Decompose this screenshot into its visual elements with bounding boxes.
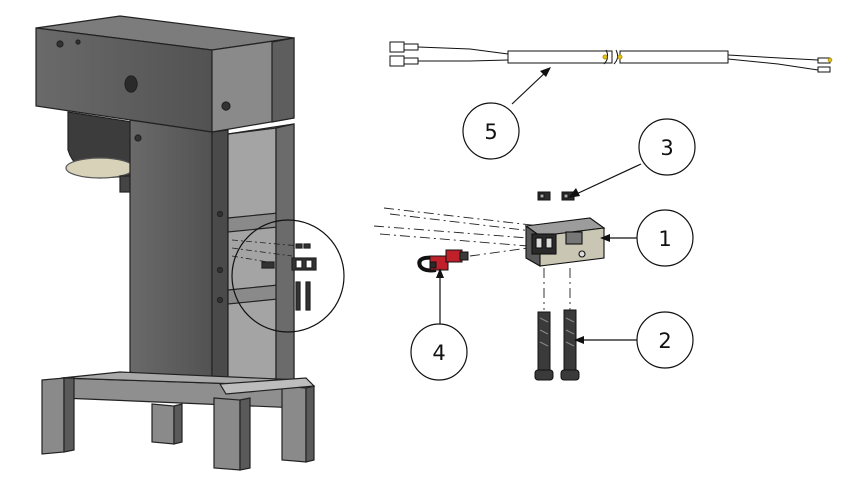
switch-housing [524,217,606,267]
motor-bowl [65,111,135,193]
wire-yellow-mark-icon [602,54,608,60]
assembly-lines [373,207,571,310]
callout-5-label: 5 [484,120,497,144]
top-housing [35,15,295,133]
mounting-screws [534,309,580,381]
callout-4-label: 4 [432,341,445,365]
callout-3-label: 3 [660,136,673,160]
callout-2-label: 2 [658,329,671,353]
side-bay [227,123,295,393]
wire-yellow-mark-icon [617,54,623,60]
switch-caps [537,191,575,201]
red-connector [417,249,469,273]
callout-1-label: 1 [658,227,671,251]
detail-circle [231,219,345,333]
callout-2: 2 [636,311,694,369]
wire-harness [389,41,833,73]
callout-1: 1 [636,209,694,267]
column [129,119,229,393]
callout-3: 3 [638,118,696,176]
machine-stand [35,15,317,471]
detail-leader-lines [231,239,301,263]
mounted-switch-detail [261,243,317,311]
callout-4: 4 [410,323,468,381]
callout-leaders [436,67,642,344]
base-frame [41,371,316,471]
callout-5: 5 [462,102,520,160]
